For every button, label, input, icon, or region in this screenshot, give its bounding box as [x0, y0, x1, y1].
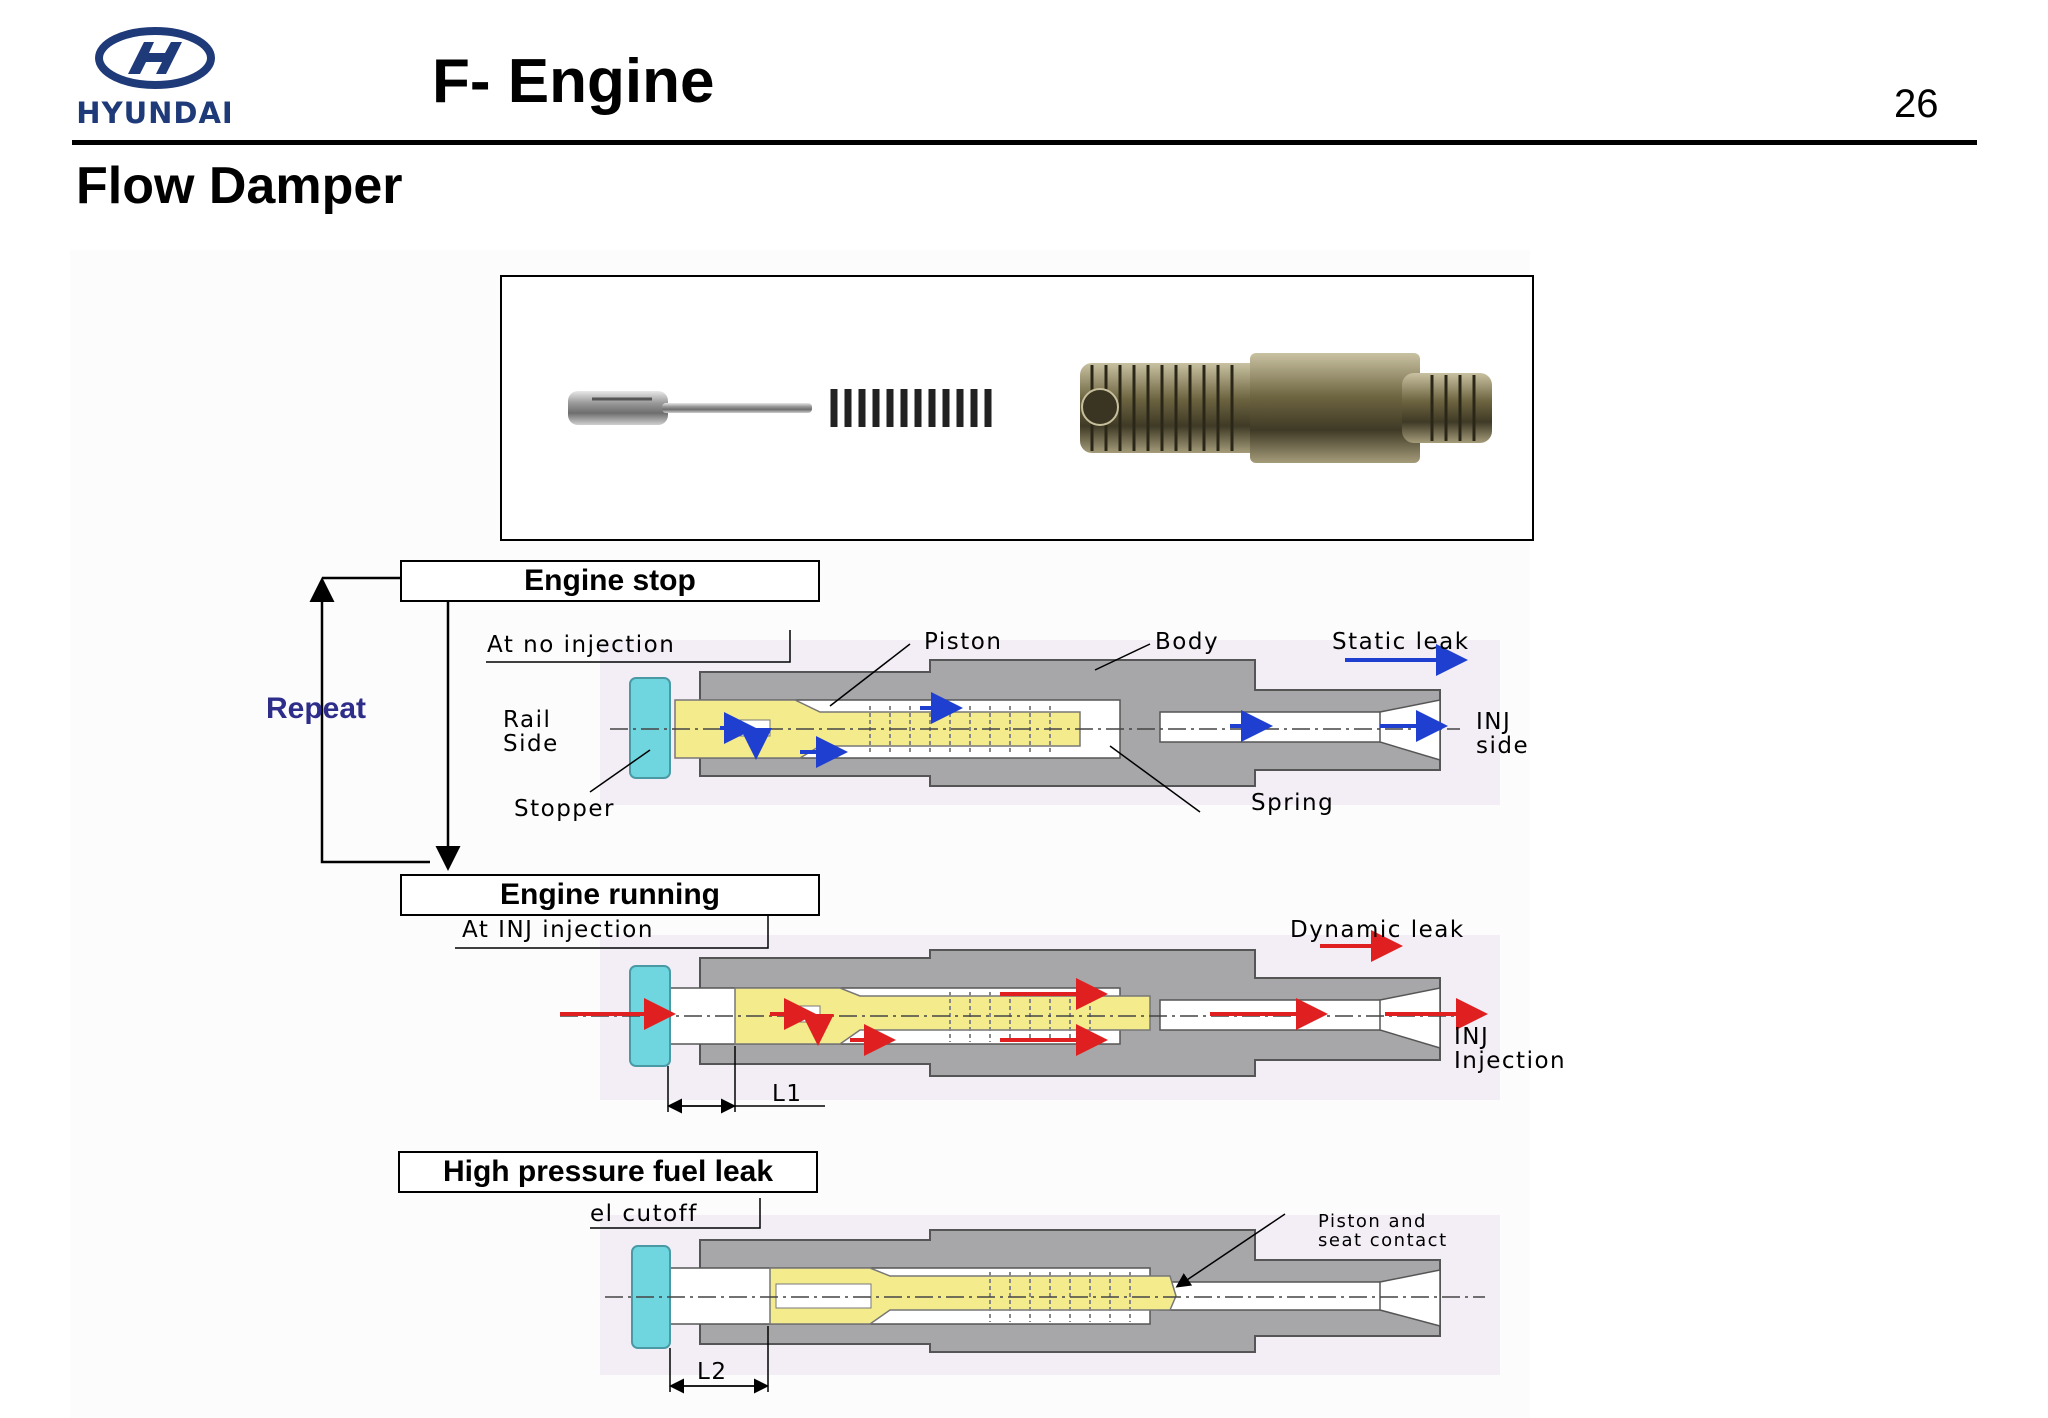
spring-part-icon [830, 389, 992, 427]
piston-part-icon [568, 391, 812, 425]
body-label: Body [1155, 629, 1220, 655]
piston-seat-contact-label: Piston and seat contact [1318, 1211, 1448, 1251]
dynamic-leak-label: Dynamic leak [1290, 917, 1465, 943]
state-label-inj-injection: At INJ injection [462, 917, 654, 943]
flow-damper-parts-photo [500, 275, 1534, 541]
repeat-loop-arrow [309, 576, 461, 871]
section-title: Flow Damper [76, 157, 403, 215]
dimension-l1-label: L1 [772, 1081, 803, 1107]
section-engine-running [455, 916, 1500, 1114]
spring-label: Spring [1251, 790, 1335, 816]
rail-side-label: Rail Side [503, 707, 559, 758]
piston-label: Piston [924, 629, 1003, 655]
brand-name: HYUNDAI [76, 96, 234, 130]
inj-injection-label: INJ Injection [1454, 1024, 1567, 1075]
hyundai-emblem-icon [95, 27, 215, 89]
state-label-no-injection: At no injection [487, 632, 676, 658]
stage-title-engine-running: Engine running [400, 874, 820, 916]
repeat-label: Repeat [266, 692, 367, 725]
slide-title: F- Engine [432, 47, 715, 116]
hyundai-logo: HYUNDAI [70, 26, 240, 130]
state-label-fuel-cutoff: el cutoff [590, 1201, 698, 1227]
section-high-pressure-leak [590, 1198, 1500, 1394]
stopper-label: Stopper [514, 796, 615, 822]
stage-title-high-pressure-leak: High pressure fuel leak [398, 1151, 818, 1193]
header-divider [72, 140, 1977, 145]
static-leak-label: Static leak [1332, 629, 1470, 655]
section-engine-stop [486, 630, 1500, 813]
page-number: 26 [1894, 82, 1939, 126]
stage-title-engine-stop: Engine stop [400, 560, 820, 602]
body-part-icon [1080, 353, 1492, 463]
dimension-l2-label: L2 [697, 1359, 728, 1385]
inj-side-label: INJ side [1476, 709, 1530, 760]
